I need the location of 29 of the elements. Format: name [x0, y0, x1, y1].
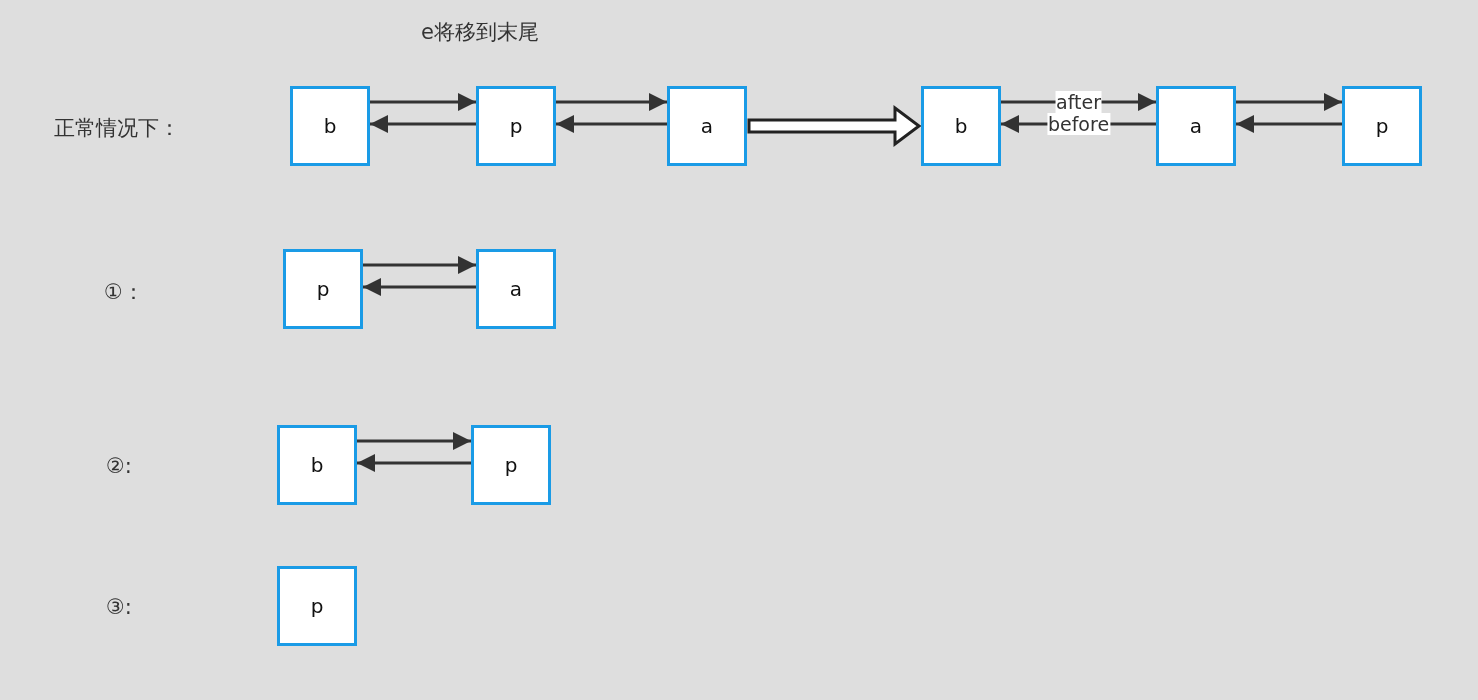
node-box: p [1342, 86, 1422, 166]
arrow [1236, 93, 1342, 111]
arrow [1236, 115, 1342, 133]
arrow [556, 115, 667, 133]
step-label: ①： [104, 279, 144, 306]
edge-label: after [1055, 91, 1102, 113]
node-box: b [290, 86, 370, 166]
step-label: ③: [106, 595, 132, 619]
node-box: a [476, 249, 556, 329]
node-box: p [471, 425, 551, 505]
node-box: p [277, 566, 357, 646]
title: e将移到末尾 [421, 19, 539, 46]
row-label: 正常情况下： [54, 115, 180, 142]
step-label: ②: [106, 454, 132, 478]
node-box: p [283, 249, 363, 329]
node-box: b [921, 86, 1001, 166]
edge-label: before [1046, 113, 1111, 135]
arrow [556, 93, 667, 111]
arrow [363, 278, 476, 296]
arrow [370, 93, 476, 111]
node-box: p [476, 86, 556, 166]
node-box: a [1156, 86, 1236, 166]
arrow [357, 432, 471, 450]
hollow-arrow [747, 105, 922, 147]
arrow [370, 115, 476, 133]
node-box: a [667, 86, 747, 166]
node-box: b [277, 425, 357, 505]
arrow [363, 256, 476, 274]
arrow [357, 454, 471, 472]
